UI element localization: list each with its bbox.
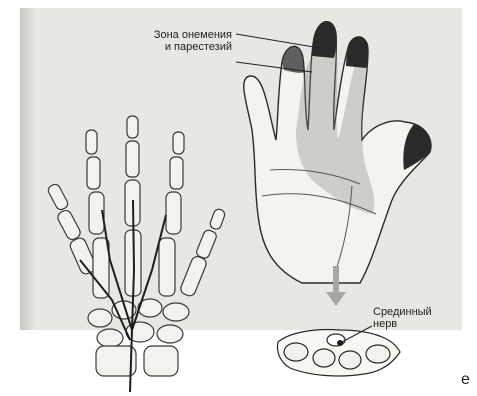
leader-line-1 xyxy=(236,34,320,48)
carpal-cross-section xyxy=(278,330,401,377)
palm-hand xyxy=(244,22,431,283)
numb-zone-ring-tip xyxy=(346,37,368,68)
median-nerve-label: Срединный нерв xyxy=(373,306,453,330)
numbness-zone-line-2: и парестезий xyxy=(112,41,232,53)
numbness-zone-line-1: Зона онемения xyxy=(112,29,232,41)
cropped-text-fragment: е xyxy=(461,371,470,389)
median-nerve-line-2: нерв xyxy=(373,318,453,330)
numbness-zone-label: Зона онемения и парестезий xyxy=(112,29,232,53)
median-nerve-line-1: Срединный xyxy=(373,306,453,318)
numb-zone-middle-tip xyxy=(312,22,336,58)
median-nerve-section xyxy=(337,340,343,346)
skeletal-hand xyxy=(47,116,226,376)
